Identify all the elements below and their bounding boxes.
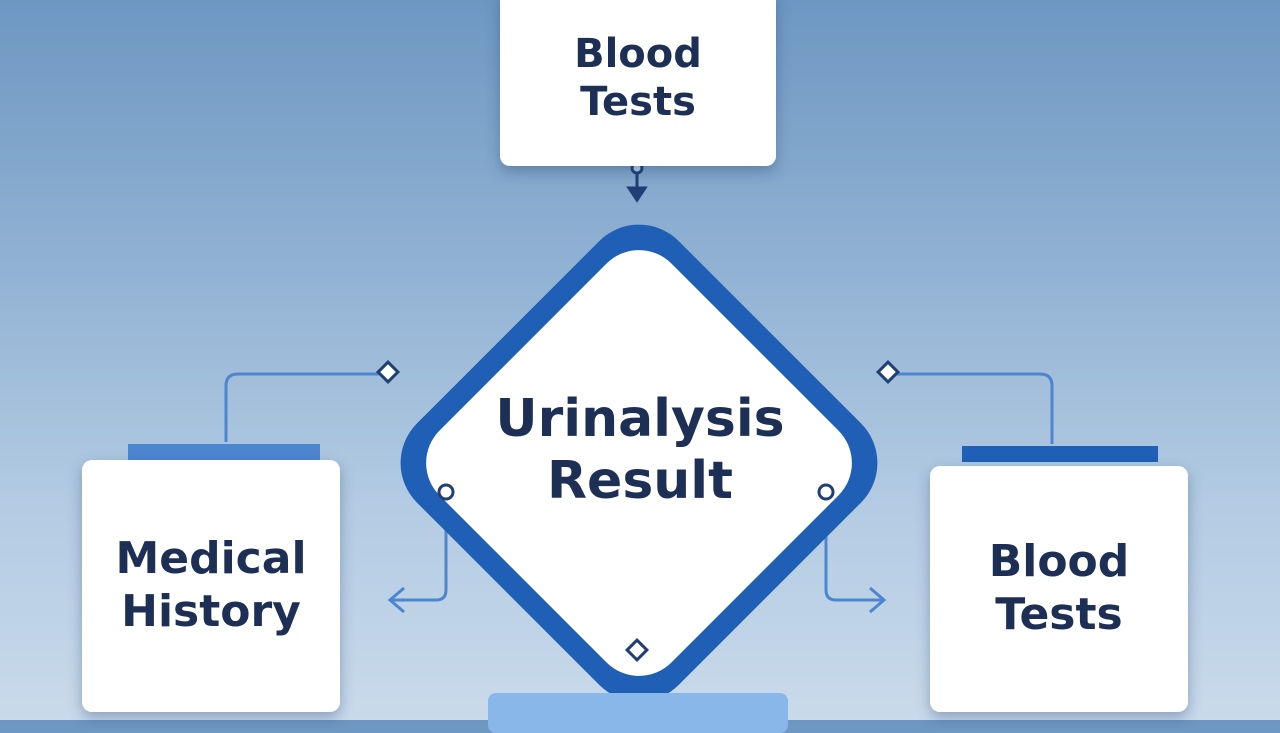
right-node-line2: Tests bbox=[995, 589, 1123, 640]
left-lower-arrow bbox=[387, 492, 448, 614]
left-upper-connector bbox=[224, 372, 388, 442]
top-connector bbox=[626, 154, 648, 203]
top-node-line2: Tests bbox=[580, 79, 696, 125]
right-node-card: Blood Tests bbox=[930, 466, 1188, 712]
center-node-label: Urinalysis Result bbox=[440, 380, 840, 520]
right-node-line1: Blood bbox=[988, 536, 1130, 588]
left-card-tab bbox=[128, 444, 320, 460]
center-label-line1: Urinalysis bbox=[495, 388, 785, 449]
right-lower-arrow bbox=[824, 492, 887, 614]
right-card-tab bbox=[962, 446, 1158, 462]
left-node-card: Medical History bbox=[82, 460, 340, 712]
top-node-card: Blood Tests bbox=[500, 0, 776, 166]
left-node-line2: History bbox=[121, 586, 301, 637]
right-upper-connector bbox=[888, 372, 1054, 444]
top-node-line1: Blood bbox=[574, 31, 702, 77]
diamond-nodes bbox=[375, 359, 901, 663]
bottom-node-card bbox=[488, 693, 788, 733]
left-node-line1: Medical bbox=[115, 533, 307, 585]
center-label-line2: Result bbox=[547, 451, 733, 511]
